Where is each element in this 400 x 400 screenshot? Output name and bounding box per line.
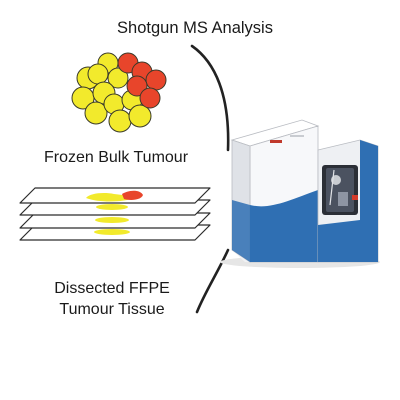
- ffpe-label-line1: Dissected FFPE: [54, 280, 170, 297]
- upper-connector-line: [190, 44, 230, 152]
- tumour-cell-red: [126, 75, 148, 97]
- frozen-tumour-label: Frozen Bulk Tumour: [44, 149, 189, 166]
- tissue-slide: [19, 199, 211, 216]
- tumour-cell-cluster: [71, 52, 167, 133]
- ffpe-label-line2: Tumour Tissue: [59, 301, 164, 318]
- tissue-slide-top: [19, 187, 211, 204]
- mass-spectrometer: [220, 119, 380, 268]
- tumour-cell: [107, 67, 129, 89]
- analysis-label: Shotgun MS Analysis: [117, 19, 273, 37]
- tumour-cell-red: [139, 87, 161, 109]
- tissue-slide: [19, 212, 211, 229]
- lower-connector-line: [195, 248, 230, 314]
- tumour-cell-red: [145, 69, 167, 91]
- tumour-cell: [108, 109, 132, 133]
- tissue-slide: [19, 224, 211, 241]
- tumour-cell: [128, 104, 152, 128]
- tumour-cell: [84, 101, 108, 125]
- brand-logo: [270, 140, 282, 143]
- tumour-cell: [87, 63, 109, 85]
- ffpe-slide-stack: [19, 187, 211, 241]
